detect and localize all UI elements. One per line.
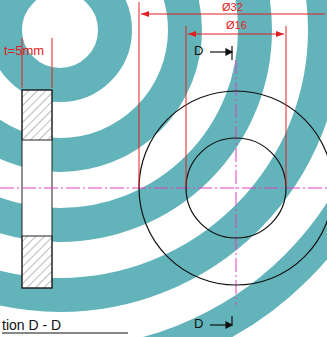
dimension-label: Ø32	[222, 0, 243, 14]
section-cut-marks	[210, 46, 232, 328]
section-mark: D	[194, 44, 203, 58]
washer-front-view	[139, 91, 327, 285]
section-view	[22, 90, 52, 288]
center-lines	[0, 60, 327, 305]
dimension-label: Ø16	[226, 18, 247, 32]
section-mark: D	[194, 317, 203, 331]
diameter-dimensions	[139, 2, 327, 188]
caption-underline	[2, 333, 128, 334]
section-caption: tion D - D	[2, 318, 61, 332]
thickness-label: t=5mm	[4, 44, 44, 58]
